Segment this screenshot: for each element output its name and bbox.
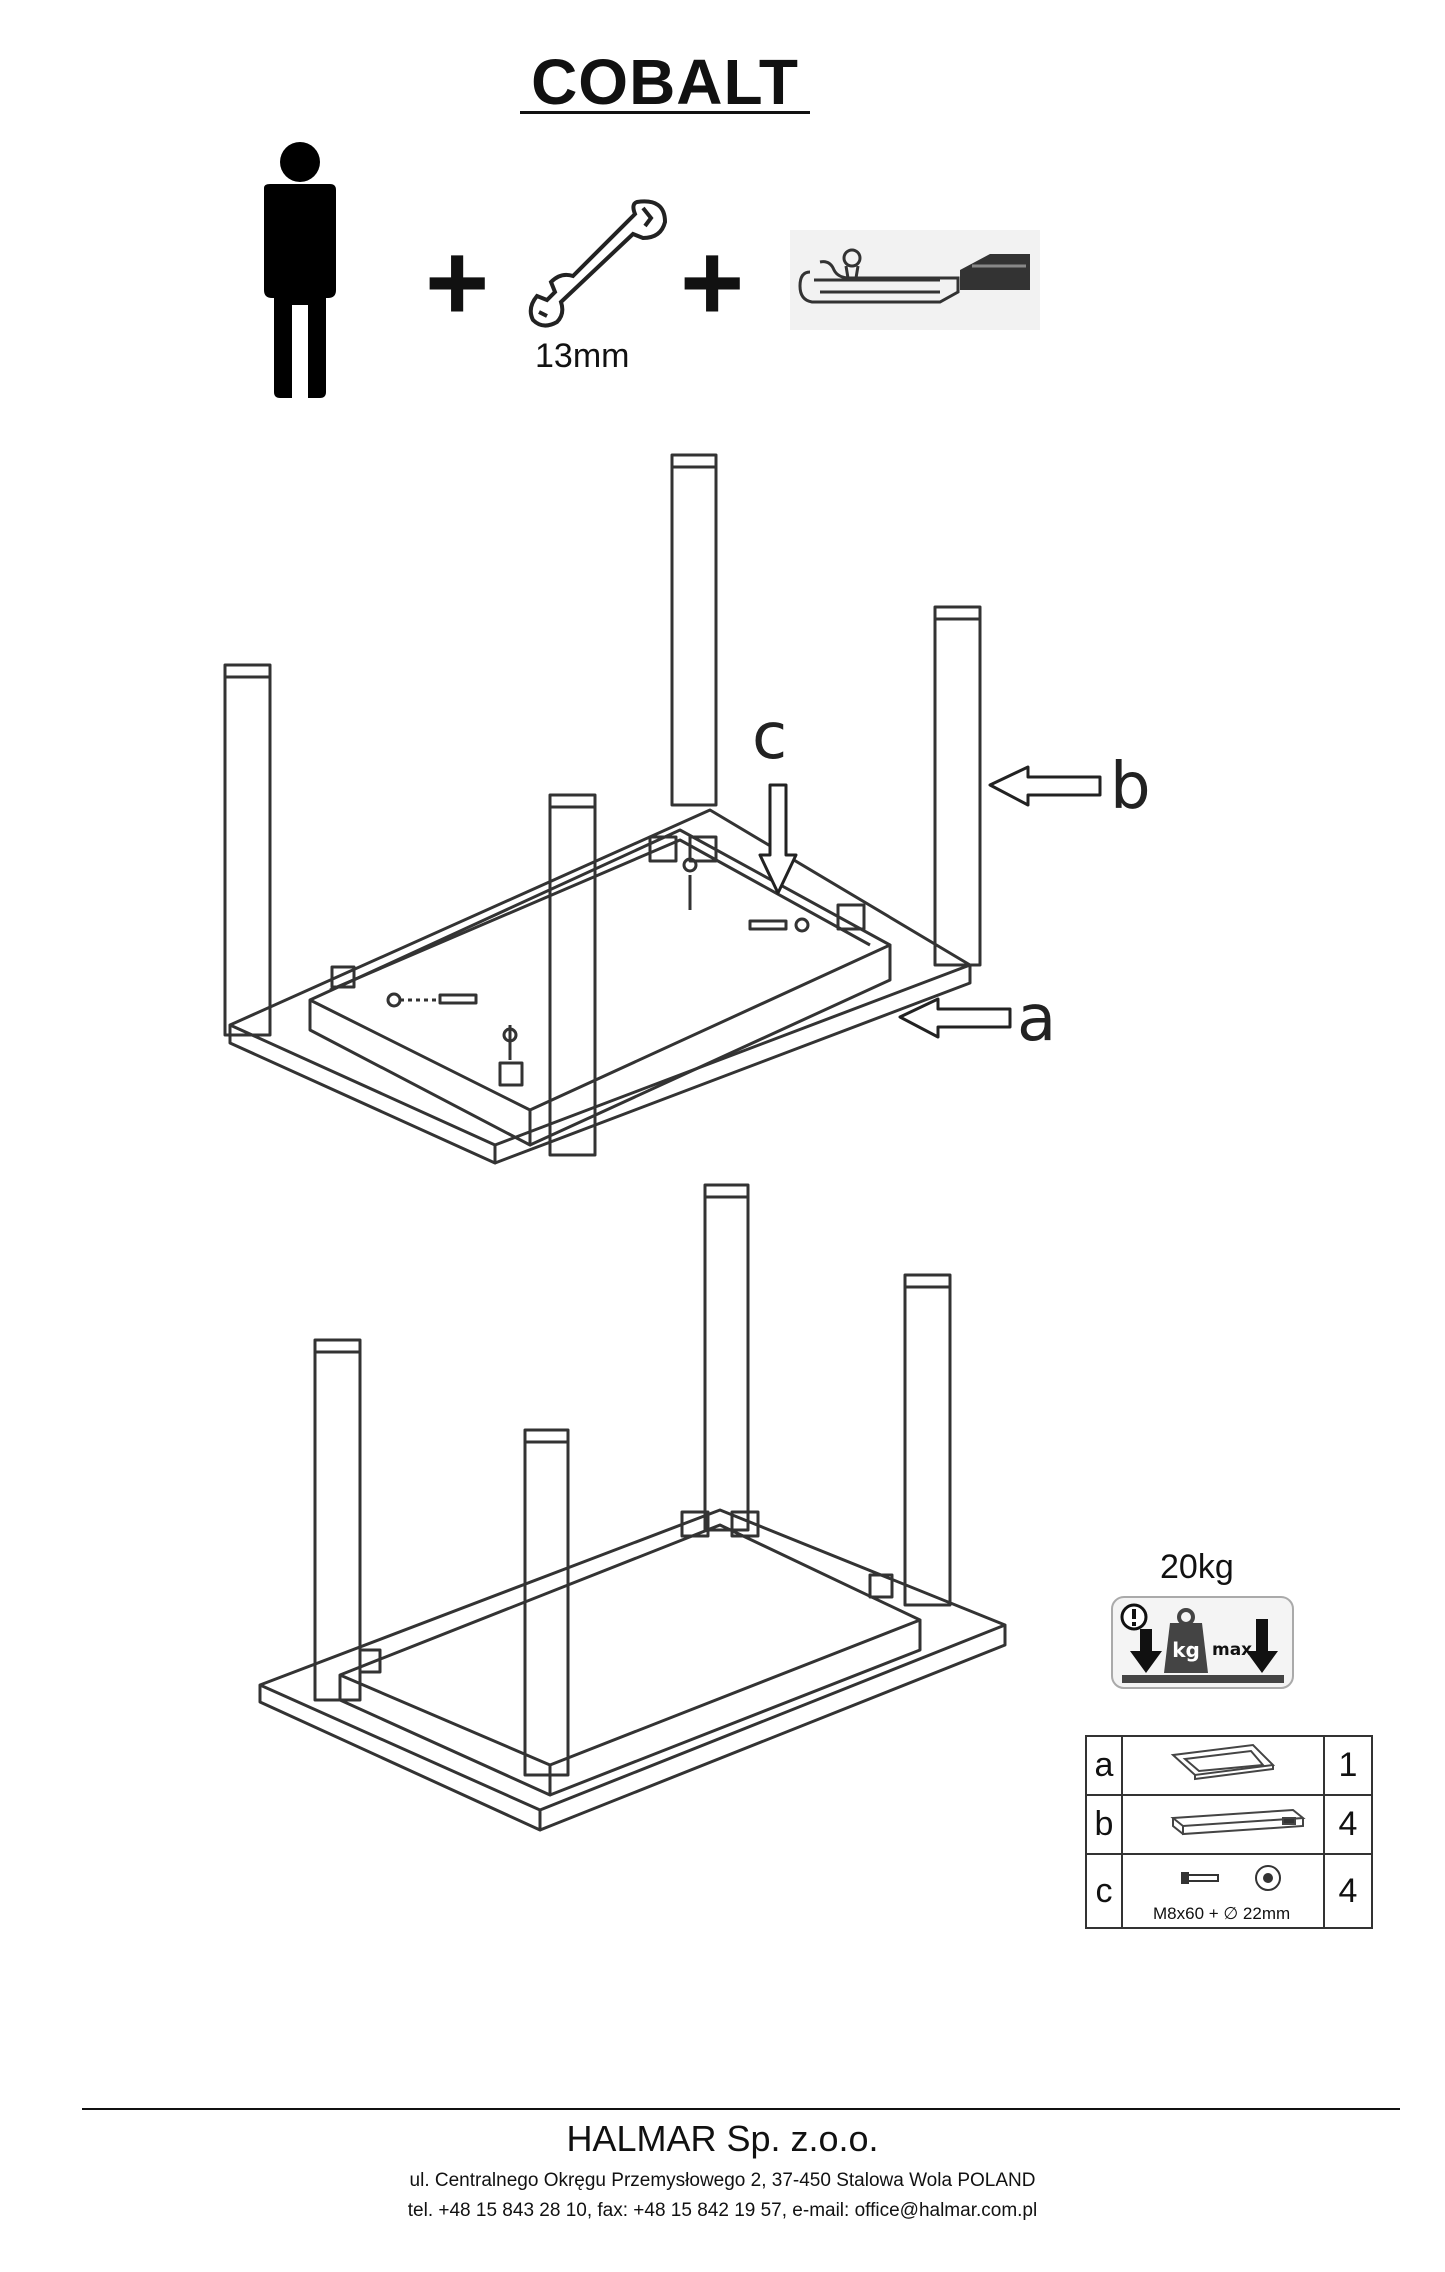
person-icon: [264, 142, 336, 398]
wrench-size-label: 13mm: [535, 337, 630, 375]
assembled-table-diagram: [258, 1183, 1007, 1832]
footer-divider: [82, 2108, 1400, 2110]
wrench-icon: [528, 199, 668, 328]
tabletop-part-icon: [1170, 1743, 1276, 1781]
table-row: b 4: [1085, 1794, 1373, 1855]
company-address: ul. Centralnego Okręgu Przemysłowego 2, …: [409, 2170, 1036, 2191]
leg-part-icon: [1170, 1808, 1306, 1836]
load-warning-icon: kg max.: [1111, 1596, 1294, 1689]
badge-kg-text: kg: [1172, 1638, 1200, 1662]
table-row: a 1: [1085, 1735, 1373, 1796]
part-letter-cell: a: [1085, 1735, 1123, 1796]
company-contact: tel. +48 15 843 28 10, fax: +48 15 842 1…: [407, 2200, 1038, 2221]
max-load-label: 20kg: [1160, 1548, 1234, 1586]
badge-max-text: max.: [1212, 1640, 1259, 1660]
part-letter-cell: b: [1085, 1794, 1123, 1855]
exploded-assembly-diagram: [223, 453, 1102, 1165]
bolt-washer-icon: [1181, 1865, 1281, 1891]
part-image-cell: [1121, 1735, 1325, 1796]
utility-knife-icon: [790, 230, 1040, 330]
part-quantity-cell: 4: [1323, 1853, 1373, 1929]
part-image-cell: M8x60 + ∅ 22mm: [1121, 1853, 1325, 1929]
part-label-a: a: [1017, 982, 1057, 1056]
page-title: COBALT: [531, 46, 799, 118]
part-letter-cell: c: [1085, 1853, 1123, 1929]
part-image-cell: [1121, 1794, 1325, 1855]
bolt-spec-text: M8x60 + ∅ 22mm: [1153, 1904, 1291, 1923]
parts-list-table: a 1 b 4 c: [1085, 1735, 1373, 1929]
plus-sign: +: [425, 221, 490, 344]
title-underline: [520, 111, 810, 114]
part-quantity-cell: 1: [1323, 1735, 1373, 1796]
part-label-c: c: [752, 700, 788, 774]
plus-sign: +: [680, 221, 745, 344]
company-name: HALMAR Sp. z.o.o.: [566, 2118, 879, 2159]
part-label-b: b: [1110, 750, 1151, 824]
part-quantity-cell: 4: [1323, 1794, 1373, 1855]
table-row: c M8x60 + ∅ 22mm 4: [1085, 1853, 1373, 1929]
